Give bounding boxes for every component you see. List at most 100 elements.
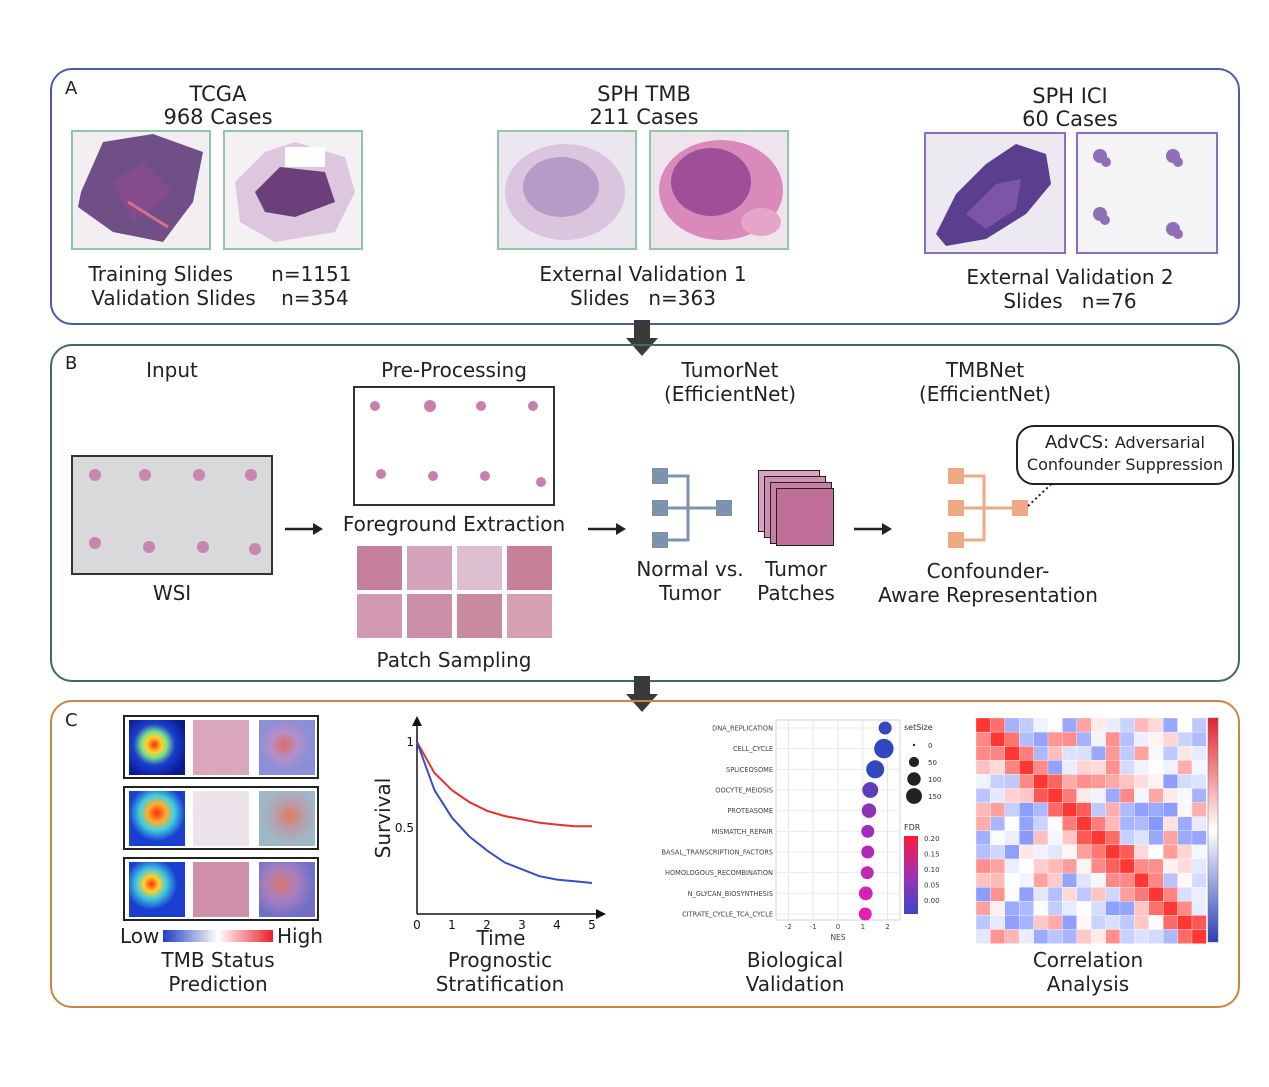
heatmap-cell bbox=[1177, 731, 1193, 747]
foreground-label: Foreground Extraction bbox=[342, 512, 566, 536]
heatmap-cell bbox=[1047, 915, 1063, 930]
tcga-validation: Validation Slides n=354 bbox=[91, 286, 349, 310]
heatmap-cell bbox=[1091, 915, 1106, 930]
heatmap-cell bbox=[1191, 746, 1207, 761]
heatmap-cell bbox=[1134, 816, 1149, 831]
heatmap-cell bbox=[1134, 887, 1149, 902]
tumornet-subtitle: (EfficientNet) bbox=[663, 382, 797, 406]
heatmap-cell bbox=[1148, 774, 1164, 789]
heatmap-cell bbox=[1191, 802, 1207, 817]
heatmap-cell bbox=[990, 844, 1005, 860]
heatmap-cell bbox=[1004, 901, 1020, 916]
heatmap-cell bbox=[1047, 760, 1063, 775]
heatmap-cell bbox=[1091, 774, 1106, 789]
wsi-label: WSI bbox=[152, 581, 192, 605]
sph-tmb-ext-val: External Validation 1 bbox=[539, 262, 747, 286]
y-tick-label: 0.5 bbox=[395, 821, 414, 835]
heatmap-cell bbox=[1019, 872, 1034, 888]
heatmap-cell bbox=[990, 858, 1005, 874]
tmbnet-subtitle: (EfficientNet) bbox=[918, 382, 1052, 406]
heatmap-cell bbox=[1047, 788, 1063, 803]
y-tick-label: 1 bbox=[406, 735, 414, 749]
heatmap-cell bbox=[990, 872, 1005, 888]
x-axis-arrow-icon bbox=[596, 909, 606, 919]
heatmap-cell bbox=[1105, 858, 1121, 874]
heatmap-cell bbox=[1076, 774, 1092, 789]
heatmap-cell bbox=[1148, 802, 1164, 817]
heatmap-cell bbox=[1119, 788, 1135, 803]
validation-label: Validation bbox=[745, 972, 845, 996]
heatmap-cell bbox=[1177, 915, 1193, 930]
heatmap-cell bbox=[1148, 760, 1164, 775]
heatmap-cell bbox=[1105, 816, 1121, 831]
heatmap-cell bbox=[1148, 901, 1164, 916]
heatmap-cell bbox=[1177, 760, 1193, 775]
pathway-dot bbox=[858, 907, 872, 921]
heatmap-cell bbox=[1134, 844, 1149, 860]
pathway-dot bbox=[866, 760, 885, 779]
colorbar-high: High bbox=[277, 924, 323, 948]
heatmap-cell bbox=[1134, 731, 1149, 747]
heatmap-cell bbox=[1019, 774, 1034, 789]
heatmap-cell bbox=[1148, 746, 1164, 761]
pathway-dot bbox=[861, 845, 875, 859]
heatmap-cell bbox=[1119, 731, 1135, 747]
tmbnet-network-icon bbox=[948, 468, 1028, 548]
heatmap-cell bbox=[1105, 887, 1121, 902]
heatmap-cell bbox=[1163, 774, 1178, 789]
sph-ici-slides: Slides n=76 bbox=[1003, 289, 1137, 313]
heatmap-cell bbox=[1134, 788, 1149, 803]
heatmap-cell bbox=[1047, 887, 1063, 902]
heatmap-cell bbox=[990, 915, 1005, 930]
heatmap-cell bbox=[1134, 830, 1149, 846]
heatmap-cell bbox=[1019, 844, 1034, 860]
heatmap-cell bbox=[1019, 760, 1034, 775]
stratification-label: Stratification bbox=[435, 972, 565, 996]
pathway-label: SPLICEOSOME bbox=[726, 766, 773, 774]
heatmap-cell bbox=[1191, 830, 1207, 846]
tmb-row-3 bbox=[123, 857, 319, 921]
heatmap-cell bbox=[1163, 844, 1178, 860]
x-tick-label: 2 bbox=[885, 923, 889, 931]
right-arrow-icon-3 bbox=[854, 523, 892, 535]
x-tick-label: 1 bbox=[861, 923, 865, 931]
fdr-legend-label: 0.10 bbox=[924, 866, 940, 874]
heatmap-cell bbox=[975, 872, 991, 888]
heatmap-cell bbox=[1134, 915, 1149, 930]
advcs-bold: AdvCS: bbox=[1045, 432, 1110, 453]
x-tick-label: 4 bbox=[553, 918, 561, 932]
tmb-prediction-label: Prediction bbox=[168, 972, 268, 996]
heatmap-cell bbox=[990, 746, 1005, 761]
heatmap-cell bbox=[1076, 717, 1092, 733]
heatmap-cell bbox=[1033, 858, 1049, 874]
heatmap-cell bbox=[1105, 929, 1121, 944]
heatmap-cell bbox=[975, 802, 991, 817]
heatmap-cell bbox=[1062, 802, 1077, 817]
fdr-legend-label: 0.15 bbox=[924, 851, 940, 859]
size-legend-label: 100 bbox=[928, 776, 941, 784]
confounder-label: Confounder- bbox=[926, 559, 1050, 583]
sph-ici-slide-2 bbox=[1076, 132, 1218, 254]
pathway-label: OOCYTE_MEIOSIS bbox=[715, 787, 773, 795]
heatmap-cell bbox=[1148, 858, 1164, 874]
size-legend-label: 0 bbox=[928, 742, 932, 750]
heatmap-cell bbox=[1119, 901, 1135, 916]
heatmap-cell bbox=[1119, 760, 1135, 775]
heatmap-cell bbox=[1163, 830, 1178, 846]
heatmap-cell bbox=[1105, 901, 1121, 916]
fdr-legend-label: 0.00 bbox=[924, 897, 940, 905]
fdr-legend-label: 0.20 bbox=[924, 835, 940, 843]
heatmap-cell bbox=[1004, 915, 1020, 930]
tcga-cases: 968 Cases bbox=[163, 105, 273, 129]
heatmap-cell bbox=[1105, 731, 1121, 747]
heatmap-cell bbox=[975, 929, 991, 944]
heatmap-cell bbox=[1033, 901, 1049, 916]
heatmap-cell bbox=[1134, 774, 1149, 789]
tcga-slide-2 bbox=[223, 130, 363, 250]
sph-tmb-slide-1 bbox=[497, 130, 637, 250]
heatmap-cell bbox=[1191, 731, 1207, 747]
heatmap-cell bbox=[1062, 872, 1077, 888]
heatmap-cell bbox=[1004, 731, 1020, 747]
size-legend-label: 150 bbox=[928, 793, 941, 801]
heatmap-cell bbox=[1033, 717, 1049, 733]
